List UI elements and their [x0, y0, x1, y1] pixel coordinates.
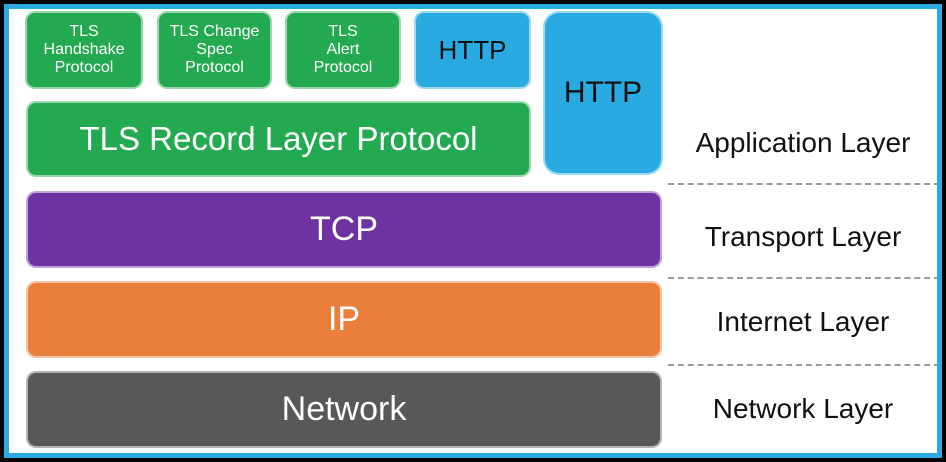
- block-tls-handshake-protocol: TLS Handshake Protocol: [25, 11, 143, 89]
- block-http-right: HTTP: [543, 11, 663, 175]
- block-http-upper: HTTP: [414, 11, 531, 89]
- block-network: Network: [26, 371, 662, 448]
- label-network-layer: Network Layer: [712, 393, 894, 424]
- label-application-layer: Application Layer: [695, 127, 911, 158]
- label-internet-layer: Internet Layer: [716, 306, 890, 337]
- label-transport-layer: Transport Layer: [704, 221, 902, 252]
- block-ip: IP: [26, 281, 662, 358]
- block-tcp: TCP: [26, 191, 662, 268]
- block-tls-record-layer-protocol: TLS Record Layer Protocol: [26, 101, 531, 177]
- layer-divider-application-transport: [668, 183, 940, 185]
- layer-divider-transport-internet: [668, 277, 940, 279]
- block-tls-alert-protocol: TLS Alert Protocol: [285, 11, 401, 89]
- layer-divider-internet-network: [668, 364, 940, 366]
- block-tls-change-spec-protocol: TLS Change Spec Protocol: [157, 11, 272, 89]
